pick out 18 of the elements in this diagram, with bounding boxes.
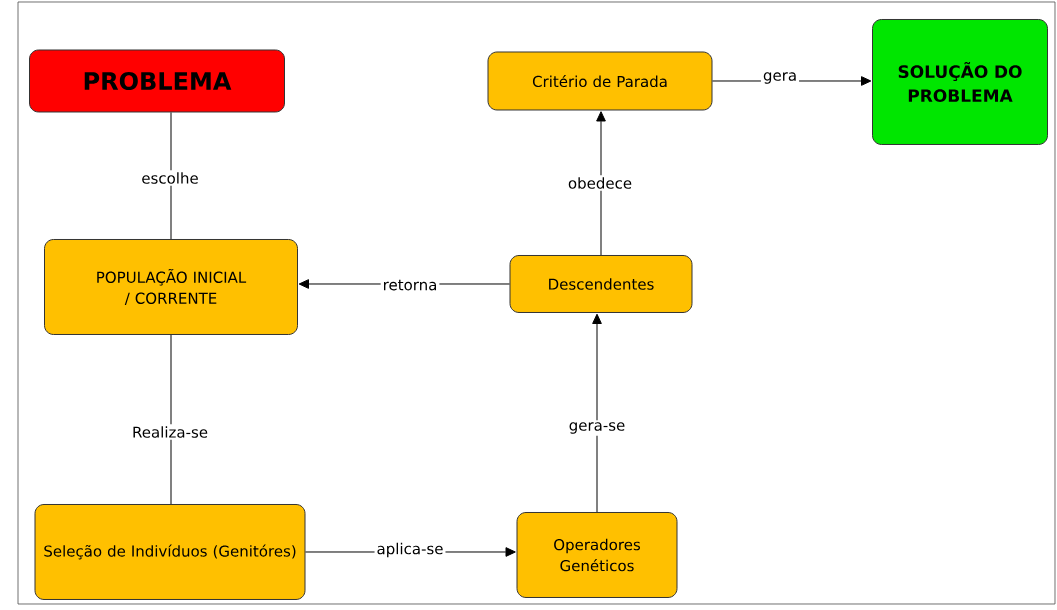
- arrow: [592, 313, 602, 513]
- edge-label: obedece: [565, 175, 635, 191]
- edge-label: gera-se: [566, 420, 628, 436]
- process-box: POPULAÇÃO INICIAL / CORRENTE: [44, 239, 298, 335]
- process-box: Seleção de Indivíduos (Genitóres): [34, 504, 306, 600]
- arrow: [596, 111, 606, 256]
- connector-line: [170, 112, 172, 240]
- process-box: Critério de Parada: [487, 51, 713, 111]
- process-box: Operadores Genéticos: [516, 512, 678, 598]
- process-box: Descendentes: [509, 255, 693, 313]
- solution-box: SOLUÇÃO DO PROBLEMA: [872, 19, 1048, 145]
- edge-label: gera: [760, 70, 800, 86]
- edge-label: escolhe: [139, 170, 201, 186]
- edge-label: retorna: [380, 277, 440, 293]
- problem-box: PROBLEMA: [29, 49, 285, 113]
- edge-label: Realiza-se: [130, 424, 210, 440]
- connector-line: [170, 334, 172, 505]
- edge-label: aplica-se: [374, 540, 446, 560]
